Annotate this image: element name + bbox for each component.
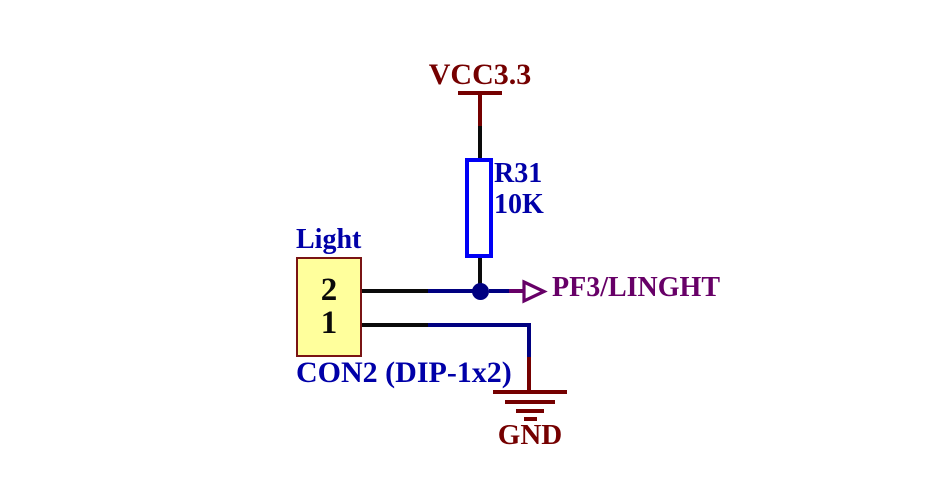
connector-pin-1-number: 1	[320, 305, 338, 341]
wire-pin1-vertical	[527, 323, 531, 357]
resistor-symbol	[465, 158, 493, 258]
port-net-label: PF3/LINGHT	[552, 272, 721, 303]
power-net-label: VCC3.3	[428, 58, 532, 91]
connector-symbol	[296, 257, 362, 357]
port-arrow-icon	[522, 279, 548, 304]
ground-net-label: GND	[497, 419, 563, 451]
power-flag-icon	[458, 91, 502, 95]
connector-pin-2-number: 2	[320, 272, 338, 308]
wire-pin1-horizontal	[428, 323, 531, 327]
ground-bar-3	[516, 409, 544, 413]
wire-pin2-to-junction	[428, 289, 480, 293]
ground-stub-wire	[527, 357, 531, 392]
connector-footprint-label: CON2 (DIP-1x2)	[296, 356, 512, 389]
wire-resistor-to-junction	[478, 258, 482, 291]
pin-2-stub-wire	[362, 289, 428, 293]
wire-junction-to-port	[489, 289, 511, 293]
ground-bar-2	[505, 400, 555, 404]
power-stub-wire	[478, 95, 482, 126]
ground-bar-4	[524, 417, 537, 421]
port-lead-wire	[509, 289, 523, 293]
connector-ref-label: Light	[296, 224, 362, 255]
pin-1-stub-wire	[362, 323, 428, 327]
resistor-value: 10K	[494, 189, 544, 220]
resistor-designator: R31	[494, 158, 543, 189]
ground-bar-1	[493, 390, 567, 394]
wire-vcc-to-resistor	[478, 126, 482, 160]
junction-dot	[472, 283, 489, 300]
